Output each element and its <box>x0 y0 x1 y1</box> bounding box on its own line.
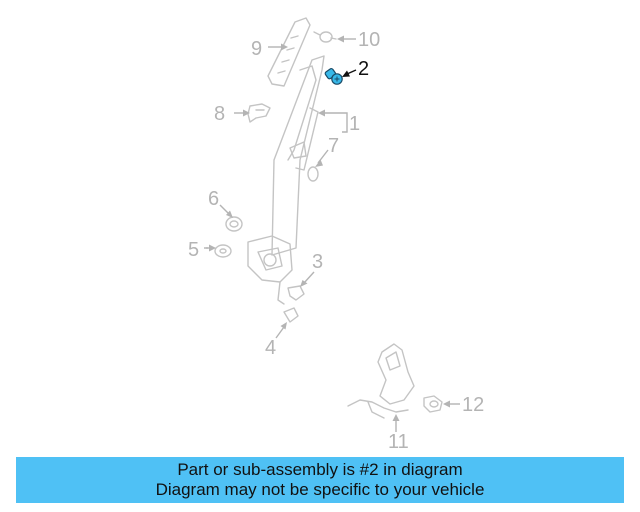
part-8-clip <box>247 103 271 123</box>
part-7-ring <box>307 166 319 182</box>
part-1-retractor-assembly <box>247 55 325 305</box>
callout-9: 9 <box>251 38 262 60</box>
part-3-bolt <box>287 285 305 301</box>
callout-6: 6 <box>208 188 219 210</box>
callout-2: 2 <box>358 58 369 80</box>
leader-arrows <box>204 35 460 432</box>
info-banner: Part or sub-assembly is #2 in diagram Di… <box>16 457 624 503</box>
part-10-bolt <box>313 31 337 43</box>
callout-3: 3 <box>312 251 323 273</box>
callout-4: 4 <box>265 337 276 359</box>
part-6-nut <box>225 216 243 232</box>
callout-10: 10 <box>358 29 380 51</box>
banner-line-part-number: Part or sub-assembly is #2 in diagram <box>177 460 463 479</box>
callout-1: 1 <box>349 113 360 135</box>
banner-line-disclaimer: Diagram may not be specific to your vehi… <box>155 480 485 499</box>
callout-7: 7 <box>328 135 339 157</box>
callout-8: 8 <box>214 103 225 125</box>
part-5-washer <box>214 244 232 258</box>
callout-5: 5 <box>188 239 199 261</box>
callout-12: 12 <box>462 394 484 416</box>
part-4-clip <box>283 307 299 323</box>
part-12-bolt <box>423 395 443 413</box>
callout-11: 11 <box>388 431 409 453</box>
part-11-buckle <box>347 343 415 419</box>
part-2-highlighted-screw <box>324 68 343 85</box>
part-9-bracket <box>267 17 311 87</box>
